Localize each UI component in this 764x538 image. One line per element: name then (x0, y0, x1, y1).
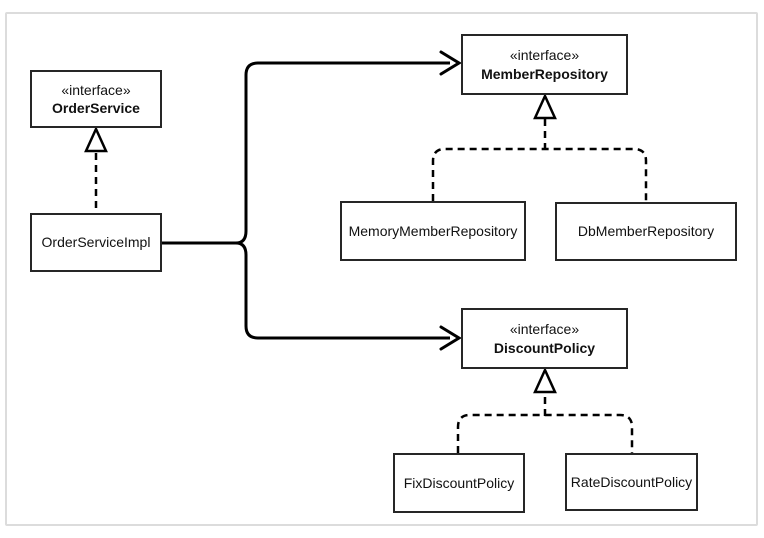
node-discount-policy-stereotype: «interface» (509, 321, 580, 338)
node-order-service-stereotype: «interface» (61, 81, 131, 98)
node-order-service: «interface» OrderService (30, 70, 162, 128)
node-rate-discount-policy: RateDiscountPolicy (565, 453, 698, 511)
realization-triangle-discount-policy (533, 366, 557, 394)
realization-edge-discount-policy-branch (456, 413, 634, 453)
node-db-member-repository-name: DbMemberRepository (577, 223, 715, 240)
node-discount-policy-name: DiscountPolicy (493, 339, 596, 356)
node-rate-discount-policy-name: RateDiscountPolicy (570, 473, 693, 490)
dependency-arrowhead-discount-policy (439, 325, 462, 351)
node-fix-discount-policy-name: FixDiscountPolicy (403, 474, 515, 491)
node-fix-discount-policy: FixDiscountPolicy (393, 453, 525, 513)
node-db-member-repository: DbMemberRepository (555, 202, 737, 261)
realization-edge-member-repository-branch (431, 147, 648, 201)
node-member-repository-name: MemberRepository (481, 65, 608, 82)
node-order-service-impl: OrderServiceImpl (30, 213, 162, 272)
node-order-service-name: OrderService (52, 100, 140, 116)
realization-triangle-order-service (84, 125, 108, 153)
node-memory-member-repository-name: MemoryMemberRepository (348, 222, 518, 239)
dependency-edge-discount-policy (162, 241, 450, 340)
node-member-repository-stereotype: «interface» (509, 47, 580, 64)
node-memory-member-repository: MemoryMemberRepository (340, 201, 526, 261)
dependency-arrowhead-member-repository (439, 50, 462, 76)
node-discount-policy: «interface» DiscountPolicy (461, 308, 628, 369)
node-member-repository: «interface» MemberRepository (461, 34, 628, 95)
realization-triangle-member-repository (533, 92, 557, 120)
node-order-service-impl-name: OrderServiceImpl (41, 234, 151, 251)
